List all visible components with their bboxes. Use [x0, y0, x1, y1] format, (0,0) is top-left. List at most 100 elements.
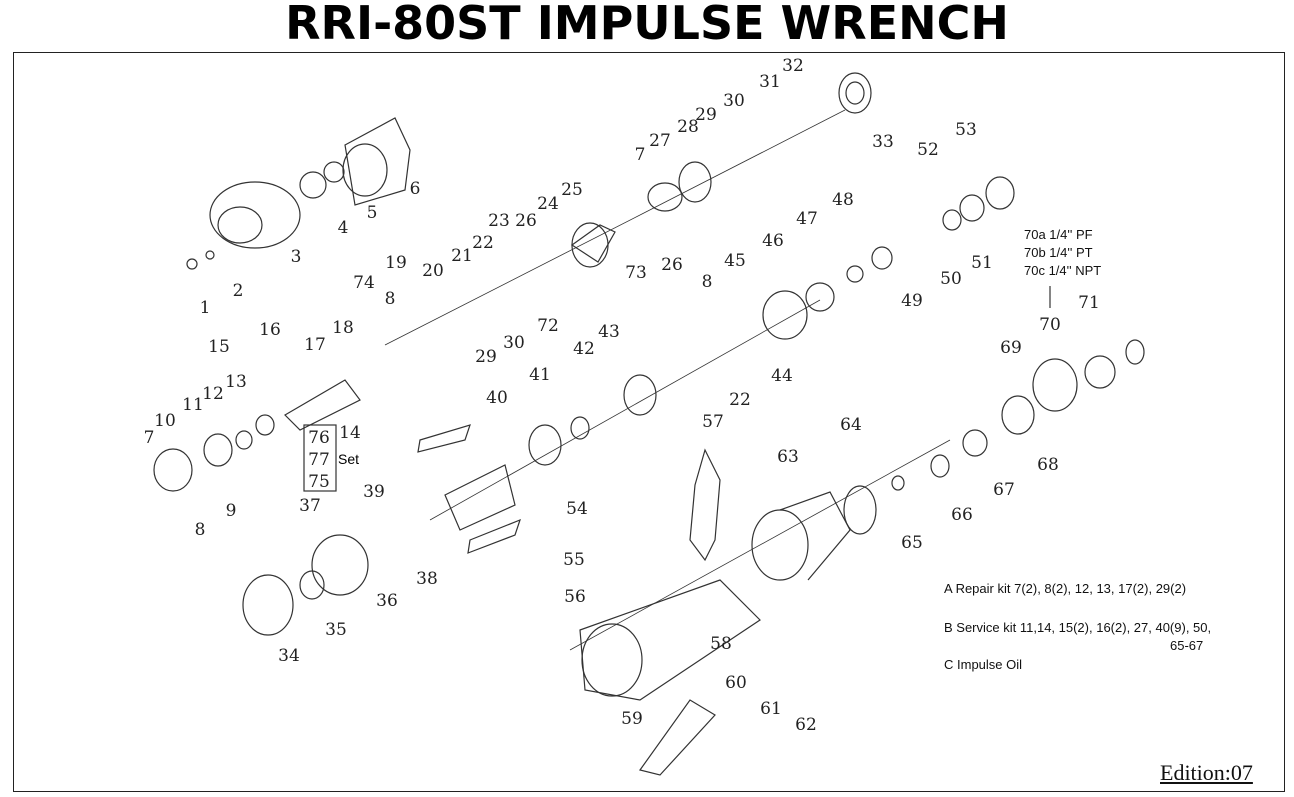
diagram-frame — [13, 52, 1285, 792]
part-number-label: 29 — [475, 347, 497, 367]
part-number-label: 51 — [971, 253, 993, 273]
part-number-label: 25 — [561, 180, 583, 200]
part-5-shape — [323, 161, 345, 183]
part-number-label: 48 — [832, 190, 854, 210]
part-number-label: 5 — [367, 203, 378, 223]
part-number-label: 67 — [993, 480, 1015, 500]
part-number-label: 17 — [304, 335, 326, 355]
part-67-shape — [962, 429, 988, 457]
part-number-label: 42 — [573, 339, 595, 359]
part-47-shape — [846, 265, 864, 283]
set-label: Set — [338, 451, 360, 467]
edition-label: Edition:07 — [1160, 760, 1253, 785]
part-number-label: 59 — [621, 709, 643, 729]
part-number-label: 28 — [677, 117, 699, 137]
part-56-shape — [579, 579, 761, 701]
part-number-label: 62 — [795, 715, 817, 735]
part-number-label: 24 — [537, 194, 559, 214]
part-69-shape — [1032, 358, 1078, 412]
part-number-label: 74 — [353, 273, 375, 293]
part-number-label: 37 — [299, 496, 321, 516]
part-64-shape — [843, 485, 877, 535]
part-number-label: 4 — [338, 218, 349, 238]
part-number-label: 2 — [233, 281, 244, 301]
set-part-label: 76 — [308, 428, 330, 448]
part-48-shape — [871, 246, 893, 270]
part-number-label: 58 — [710, 634, 732, 654]
part-number-label: 10 — [154, 411, 176, 431]
part-number-label: 56 — [564, 587, 586, 607]
part-53-shape — [985, 176, 1015, 210]
part-number-label: 15 — [208, 337, 230, 357]
part-60-shape — [638, 699, 716, 776]
port-option-70c: 70c 1/4'' NPT — [1024, 263, 1102, 278]
part-51-shape — [942, 209, 962, 231]
part-70-shape — [1084, 355, 1116, 389]
part-33-shape — [838, 72, 872, 114]
part-number-label: 73 — [625, 263, 647, 283]
part-66-shape — [930, 454, 950, 478]
impulse-oil-note: C Impulse Oil — [944, 657, 1023, 672]
part-34-shape — [242, 574, 294, 636]
part-7-shape — [647, 182, 683, 212]
part-number-label: 35 — [325, 620, 347, 640]
part-number-label: 69 — [1000, 338, 1022, 358]
part-number-label: 50 — [940, 269, 962, 289]
part-13-shape — [255, 414, 275, 436]
part-number-label: 36 — [376, 591, 398, 611]
part-number-label: 33 — [872, 132, 894, 152]
part-number-label: 65 — [901, 533, 923, 553]
part-number-label: 3 — [291, 247, 302, 267]
part-number-label: 31 — [759, 72, 781, 92]
part-number-label: 8 — [385, 289, 396, 309]
part-3-shape — [209, 181, 301, 249]
part-number-label: 43 — [598, 322, 620, 342]
part-number-label: 9 — [226, 501, 237, 521]
part-68-shape — [1001, 395, 1035, 435]
part-43-shape — [623, 374, 657, 416]
part-number-label: 8 — [702, 272, 713, 292]
part-number-label: 34 — [278, 646, 300, 666]
part-46-shape — [805, 282, 835, 312]
port-option-70b: 70b 1/4'' PT — [1024, 245, 1093, 260]
part-number-label: 66 — [951, 505, 973, 525]
part-4-shape — [299, 171, 327, 199]
part-number-label: 44 — [771, 366, 793, 386]
part-7b-shape — [153, 448, 193, 492]
part-number-label: 30 — [503, 333, 525, 353]
part-number-label: 7 — [144, 428, 155, 448]
part-number-label: 71 — [1078, 293, 1100, 313]
part-number-label: 63 — [777, 447, 799, 467]
part-number-label: 70 — [1039, 315, 1061, 335]
part-27-shape — [678, 161, 712, 203]
part-40-shape — [417, 424, 471, 453]
part-number-label: 39 — [363, 482, 385, 502]
part-number-label: 64 — [840, 415, 862, 435]
service-kit-note-cont: 65-67 — [1170, 638, 1204, 653]
part-6-inner — [342, 143, 388, 197]
part-57-shape — [689, 448, 721, 562]
set-box — [303, 424, 337, 492]
part-1-shape — [186, 258, 198, 270]
part-11-shape — [203, 433, 233, 467]
part-number-label: 72 — [537, 316, 559, 336]
part-number-label: 57 — [702, 412, 724, 432]
part-number-label: 26 — [515, 211, 537, 231]
part-number-label: 14 — [339, 423, 361, 443]
part-3-inner — [217, 206, 263, 244]
part-number-label: 22 — [472, 233, 494, 253]
part-number-label: 30 — [723, 91, 745, 111]
part-number-label: 45 — [724, 251, 746, 271]
set-part-label: 77 — [308, 450, 330, 470]
part-number-label: 21 — [451, 246, 473, 266]
part-number-label: 68 — [1037, 455, 1059, 475]
part-number-label: 41 — [529, 365, 551, 385]
part-number-label: 7 — [635, 145, 646, 165]
part-42-shape — [570, 416, 590, 440]
part-41-shape — [528, 424, 562, 466]
part-number-label: 13 — [225, 372, 247, 392]
diagram-title: RRI-80ST IMPULSE WRENCH — [285, 0, 1009, 50]
part-6-shape — [344, 117, 411, 206]
part-number-label: 38 — [416, 569, 438, 589]
